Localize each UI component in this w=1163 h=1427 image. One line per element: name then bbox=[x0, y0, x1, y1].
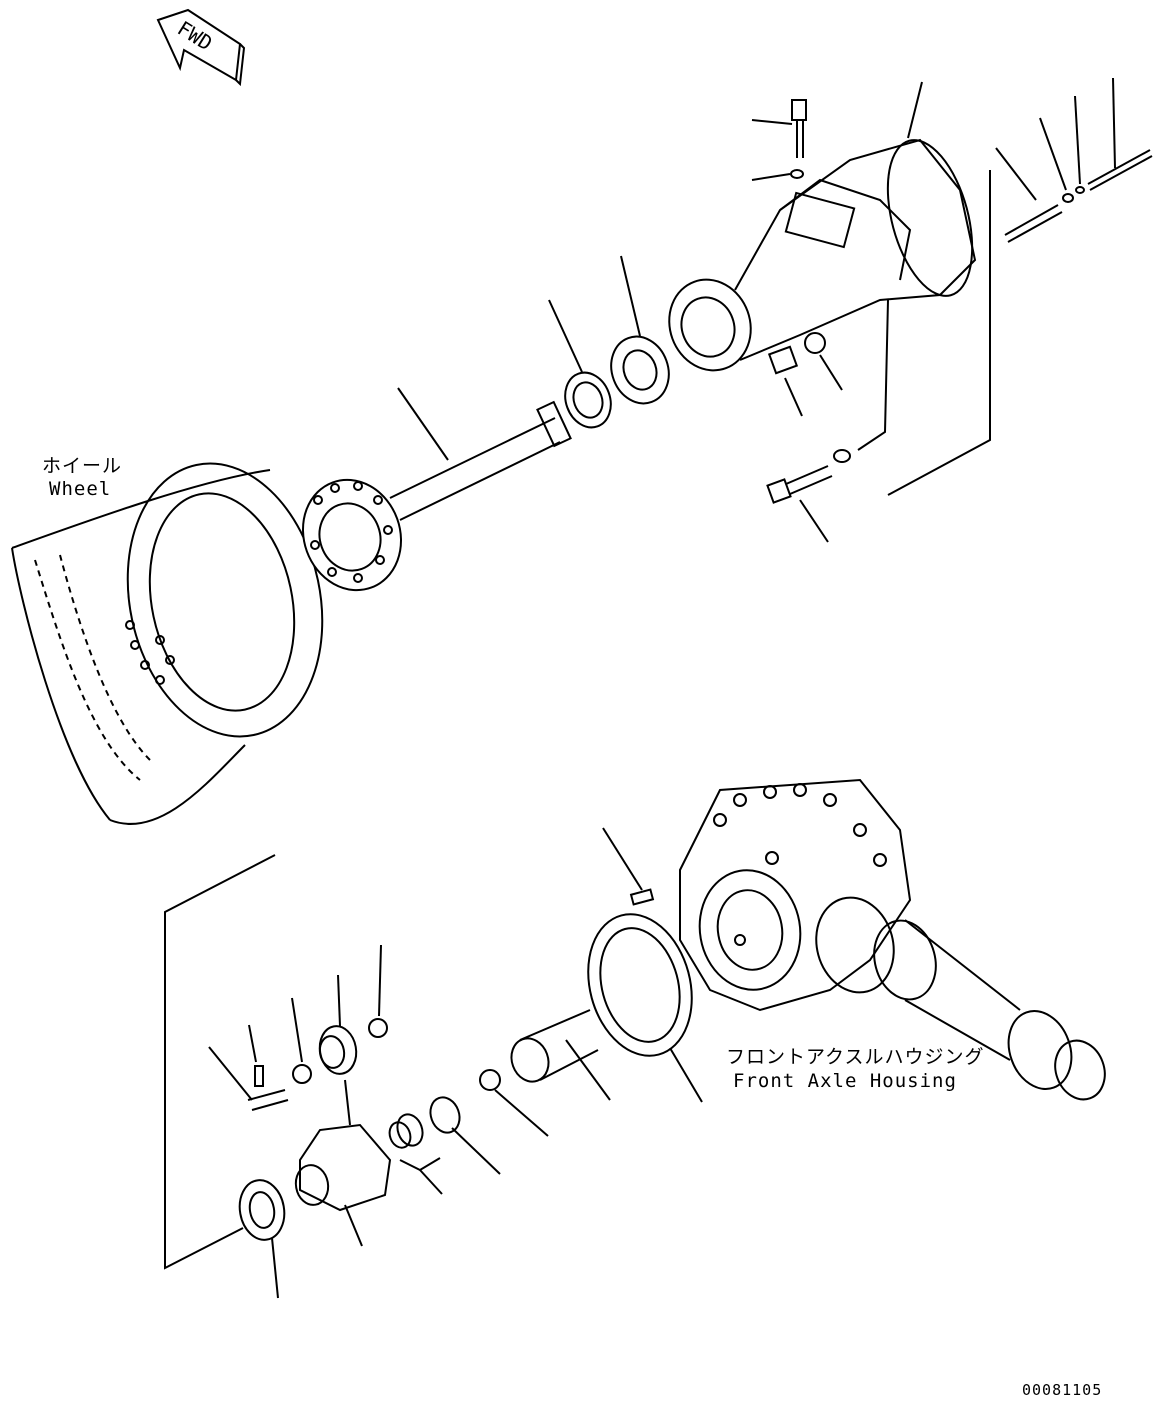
right-pins bbox=[995, 77, 1153, 243]
gear-bolt-washers bbox=[388, 1069, 549, 1195]
axle-housing-upper bbox=[668, 81, 977, 372]
differential-case bbox=[208, 944, 392, 1247]
wheel bbox=[11, 462, 324, 825]
figure-code: 00081105 bbox=[1022, 1381, 1103, 1399]
seal-and-bearing bbox=[548, 255, 670, 429]
housing-label-en: Front Axle Housing bbox=[733, 1070, 957, 1092]
wheel-label-en: Wheel bbox=[49, 478, 112, 500]
nuts bbox=[767, 332, 843, 417]
front-axle-housing bbox=[679, 778, 1106, 1101]
lower-bearing bbox=[238, 1179, 286, 1299]
ring-gear bbox=[587, 827, 703, 1103]
breather-bolt bbox=[751, 99, 807, 181]
mounting-bolt bbox=[766, 170, 991, 543]
wheel-label-jp: ホイール bbox=[42, 455, 123, 477]
axle-shaft bbox=[301, 387, 572, 592]
fwd-arrow-icon bbox=[156, 8, 246, 87]
pinion-shaft bbox=[510, 1009, 611, 1101]
housing-label-jp: フロントアクスルハウジング bbox=[726, 1046, 985, 1068]
bracket-line bbox=[164, 854, 276, 1270]
